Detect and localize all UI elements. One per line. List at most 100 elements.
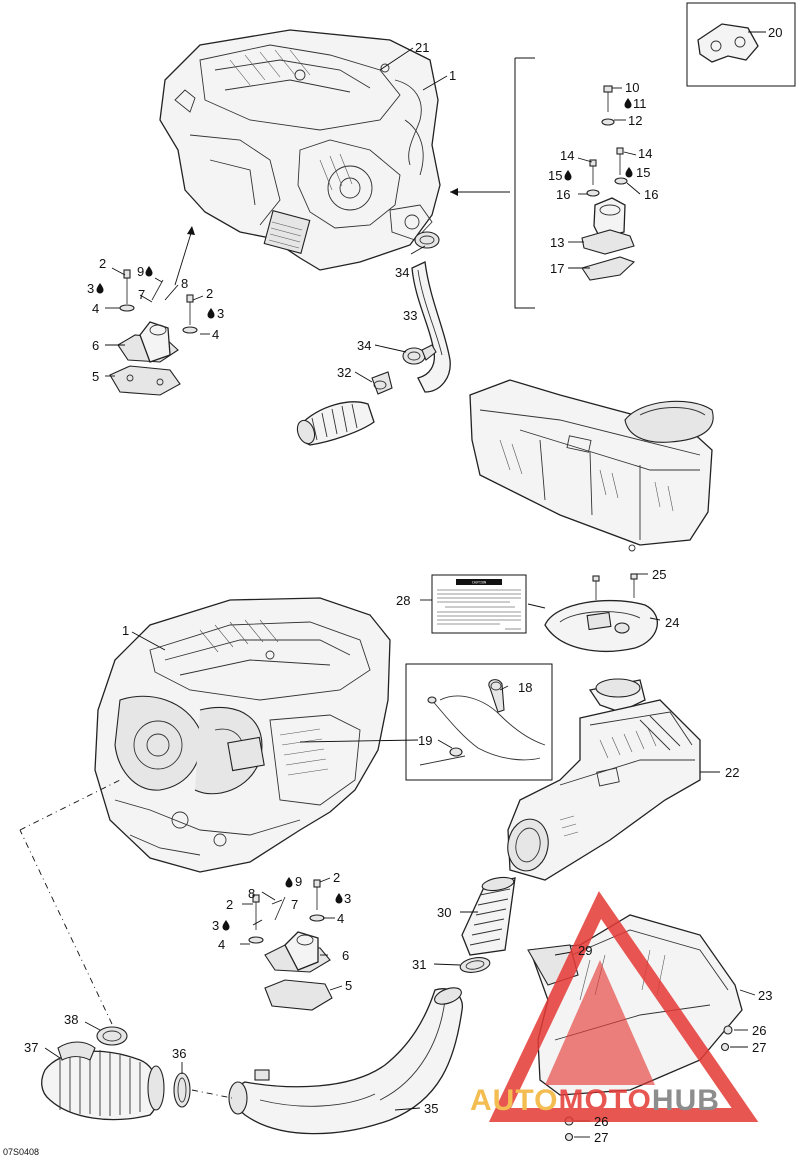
callout-32: 32 — [337, 365, 351, 380]
callout-35: 35 — [424, 1101, 438, 1116]
top-cover-24 — [544, 573, 658, 652]
callout-b4a: 4 — [218, 937, 225, 952]
intake-plenum-22 — [507, 678, 701, 881]
clamp-31 — [459, 957, 491, 973]
callouts-top: 21 1 20 10 11 12 14 14 15 15 16 16 13 17… — [87, 25, 782, 384]
callout-14a: 14 — [560, 148, 574, 163]
callout-36: 36 — [172, 1046, 186, 1061]
warning-label-28: CAUTION — [431, 574, 527, 634]
watermark-word-hub: HUB — [652, 1084, 720, 1117]
centerline-engine-to-plenum — [19, 779, 121, 831]
duct-35 — [228, 987, 463, 1135]
engine-lower — [94, 597, 391, 873]
callout-14b: 14 — [638, 146, 652, 161]
engine-mount-right-upper — [581, 85, 636, 281]
warning-label-heading: CAUTION — [472, 581, 486, 585]
intake-bellows-upper — [296, 401, 375, 446]
callout-4b: 4 — [212, 327, 219, 342]
callout-34a: 34 — [395, 265, 409, 280]
intake-hose-37 — [41, 1041, 165, 1121]
figure-code: 07S0408 — [3, 1147, 39, 1157]
callout-b4b: 4 — [337, 911, 344, 926]
automotohub-watermark: AUTOMOTOHUB — [470, 891, 759, 1122]
callout-17: 17 — [550, 261, 564, 276]
callout-3a: 3 — [87, 281, 94, 296]
fitting-32 — [371, 371, 393, 395]
harness-19 — [419, 695, 546, 766]
hose-clamp-34-upper — [414, 231, 440, 249]
callout-b9: 9 — [295, 874, 302, 889]
callout-15b: 15 — [636, 165, 650, 180]
callout-31: 31 — [412, 957, 426, 972]
callout-3b: 3 — [217, 306, 224, 321]
clamp-38 — [96, 1026, 128, 1046]
callout-34b: 34 — [357, 338, 371, 353]
callout-6: 6 — [92, 338, 99, 353]
hose-33 — [411, 261, 451, 393]
callout-5: 5 — [92, 369, 99, 384]
callout-b3b: 3 — [344, 891, 351, 906]
callout-b5: 5 — [345, 978, 352, 993]
callout-b7: 7 — [291, 897, 298, 912]
callouts-bottom: 1 25 28 24 18 19 22 8 9 2 3 2 7 4 3 4 6 … — [24, 567, 772, 1145]
watermark-triangle-outer — [488, 891, 759, 1122]
callout-33: 33 — [403, 308, 417, 323]
callout-21: 21 — [415, 40, 429, 55]
callout-10: 10 — [625, 80, 639, 95]
callout-28: 28 — [396, 593, 410, 608]
centerline-hose-to-duct — [191, 1089, 233, 1099]
callout-4a: 4 — [92, 301, 99, 316]
callout-29: 29 — [578, 943, 592, 958]
engine-mount-left-upper — [109, 269, 198, 396]
callout-38: 38 — [64, 1012, 78, 1027]
clamp-36 — [173, 1072, 191, 1108]
callout-b6: 6 — [342, 948, 349, 963]
inset-frame-18-19 — [405, 663, 553, 781]
leaders-top — [105, 31, 766, 383]
callout-26b: 26 — [594, 1114, 608, 1129]
callout-b1: 1 — [122, 623, 129, 638]
callout-19: 19 — [418, 733, 432, 748]
callout-16a: 16 — [556, 187, 570, 202]
bracket-20 — [697, 23, 759, 63]
callout-27a: 27 — [752, 1040, 766, 1055]
centerline-engine-to-hose — [19, 829, 113, 1025]
callout-24: 24 — [665, 615, 679, 630]
callout-37: 37 — [24, 1040, 38, 1055]
callout-b3a: 3 — [212, 918, 219, 933]
intake-silencer-upper — [469, 379, 714, 552]
callout-2a: 2 — [99, 256, 106, 271]
callout-27b: 27 — [594, 1130, 608, 1145]
callout-13: 13 — [550, 235, 564, 250]
hose-clamp-34-lower — [402, 344, 437, 365]
callout-26a: 26 — [752, 1023, 766, 1038]
callout-2b: 2 — [206, 286, 213, 301]
inset-bracket-upper — [514, 57, 535, 309]
callout-8: 8 — [181, 276, 188, 291]
engine-mount-left-lower — [248, 879, 333, 1011]
watermark-word-auto: AUTO — [470, 1084, 558, 1117]
watermark-triangle-inner — [545, 960, 655, 1085]
engine-upper — [159, 29, 441, 271]
callout-1: 1 — [449, 68, 456, 83]
callout-b2b: 2 — [333, 870, 340, 885]
callout-12: 12 — [628, 113, 642, 128]
inset-frame-20 — [686, 2, 796, 87]
callout-20: 20 — [768, 25, 782, 40]
callout-23: 23 — [758, 988, 772, 1003]
boot-30 — [461, 876, 516, 956]
callout-9: 9 — [137, 264, 144, 279]
callout-18: 18 — [518, 680, 532, 695]
callout-16b: 16 — [644, 187, 658, 202]
svg-text:AUTOMOTOHUB: AUTOMOTOHUB — [470, 1084, 720, 1117]
callout-30: 30 — [437, 905, 451, 920]
tie-strap-18 — [488, 679, 505, 713]
callout-b2a: 2 — [226, 897, 233, 912]
callout-15a: 15 — [548, 168, 562, 183]
watermark-word-moto: MOTO — [558, 1084, 651, 1117]
callout-7: 7 — [138, 287, 145, 302]
callout-b8: 8 — [248, 886, 255, 901]
callout-25: 25 — [652, 567, 666, 582]
callout-11: 11 — [633, 96, 647, 111]
